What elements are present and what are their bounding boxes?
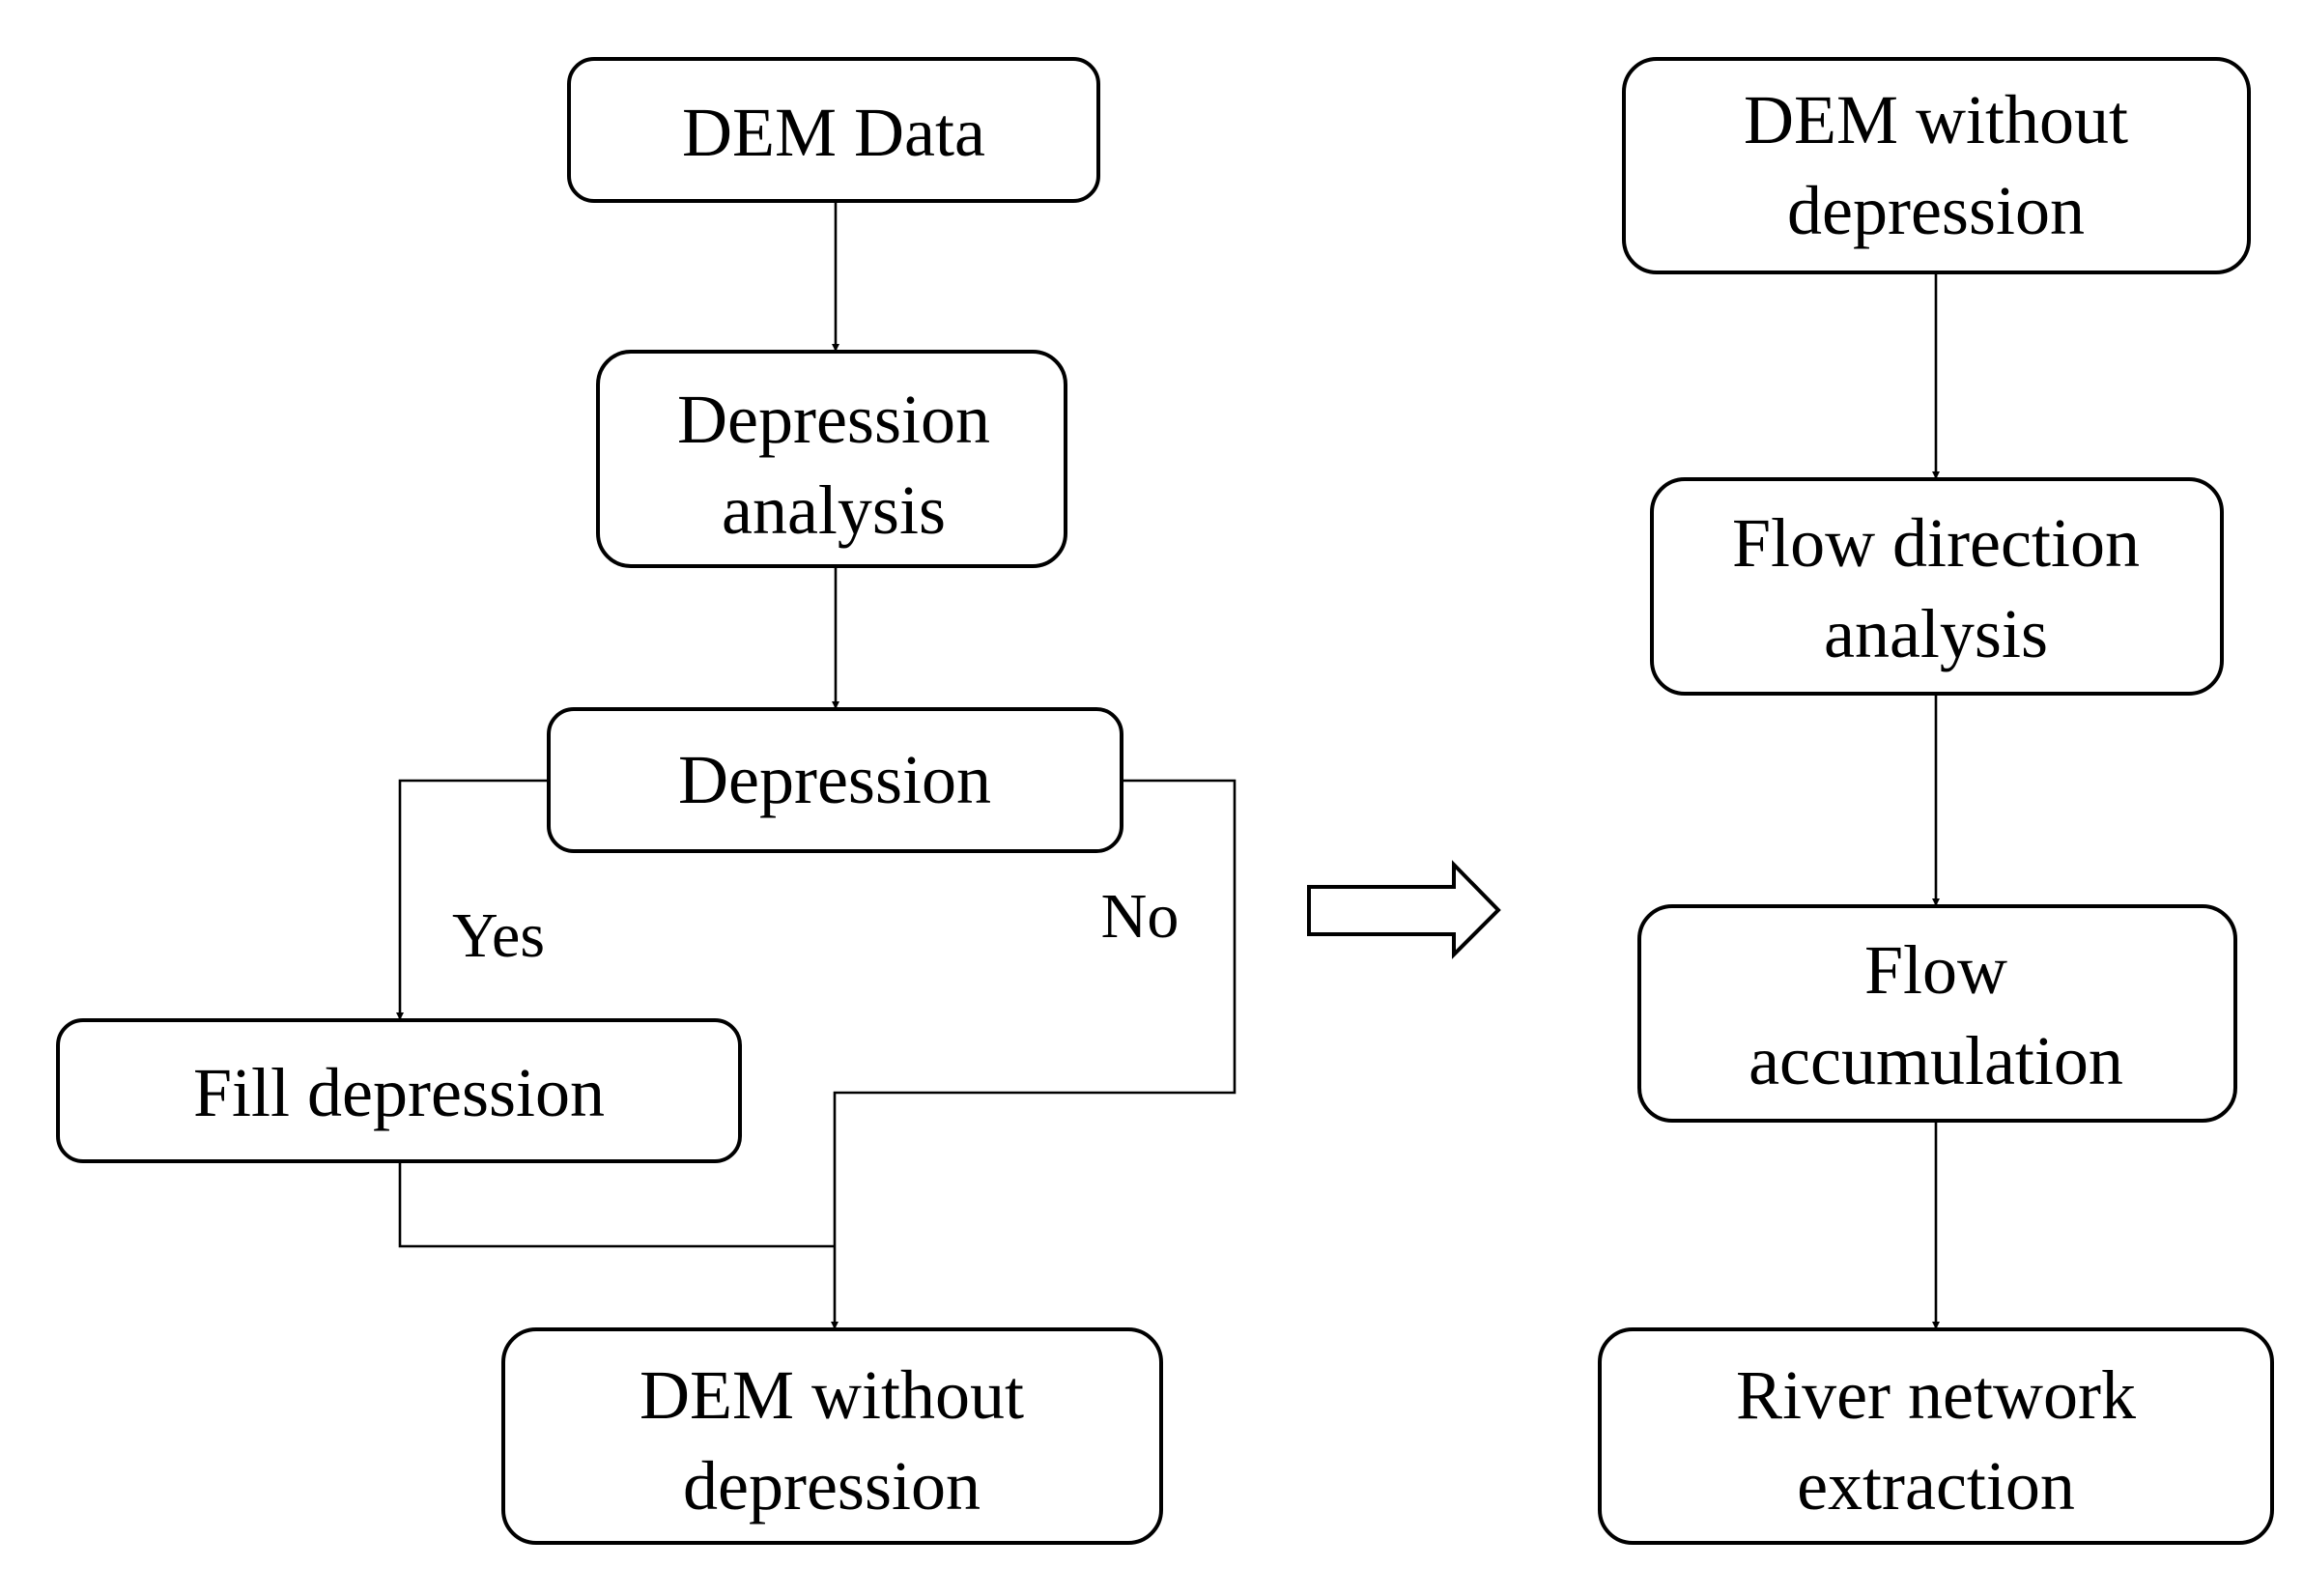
node-dem-without-depression-right-line2: depression	[1787, 172, 2085, 249]
edge-depression-no-route	[831, 779, 1237, 1329]
edge-label-no: No	[1101, 881, 1180, 952]
edge-fill-to-merge	[398, 1161, 835, 1248]
node-dem-without-depression-right: DEM without depression	[1622, 57, 2251, 274]
node-dem-without-depression-left: DEM without depression	[501, 1327, 1163, 1545]
node-depression-decision: Depression	[547, 707, 1123, 853]
node-dem-without-depression-right-line1: DEM without	[1744, 81, 2128, 158]
node-flow-accumulation-line1: Flow	[1864, 931, 2007, 1009]
node-flow-direction-analysis: Flow direction analysis	[1650, 477, 2224, 696]
right-block-arrow-icon	[1307, 860, 1501, 959]
node-flow-direction-analysis-line1: Flow direction	[1732, 504, 2140, 582]
node-fill-depression: Fill depression	[56, 1018, 742, 1163]
node-dem-data-label: DEM Data	[682, 94, 985, 171]
node-river-network-extraction-line2: extraction	[1797, 1447, 2075, 1525]
edge-label-yes: Yes	[452, 900, 545, 971]
node-depression-analysis-label-line1: Depression	[677, 381, 990, 458]
node-dem-without-depression-left-line1: DEM without	[640, 1356, 1024, 1434]
node-dem-data: DEM Data	[567, 57, 1100, 203]
node-depression-analysis-label-line2: analysis	[722, 471, 946, 549]
node-fill-depression-label: Fill depression	[193, 1054, 605, 1131]
node-depression-label: Depression	[678, 741, 991, 818]
node-river-network-extraction: River network extraction	[1598, 1327, 2274, 1545]
node-depression-analysis: Depression analysis	[596, 350, 1067, 568]
edge-depression-yes-to-fill	[396, 779, 549, 1020]
node-flow-direction-analysis-line2: analysis	[1824, 595, 2048, 672]
node-flow-accumulation: Flow accumulation	[1637, 904, 2237, 1123]
node-flow-accumulation-line2: accumulation	[1749, 1022, 2123, 1099]
node-dem-without-depression-left-line2: depression	[683, 1447, 981, 1525]
node-river-network-extraction-line1: River network	[1736, 1356, 2136, 1434]
